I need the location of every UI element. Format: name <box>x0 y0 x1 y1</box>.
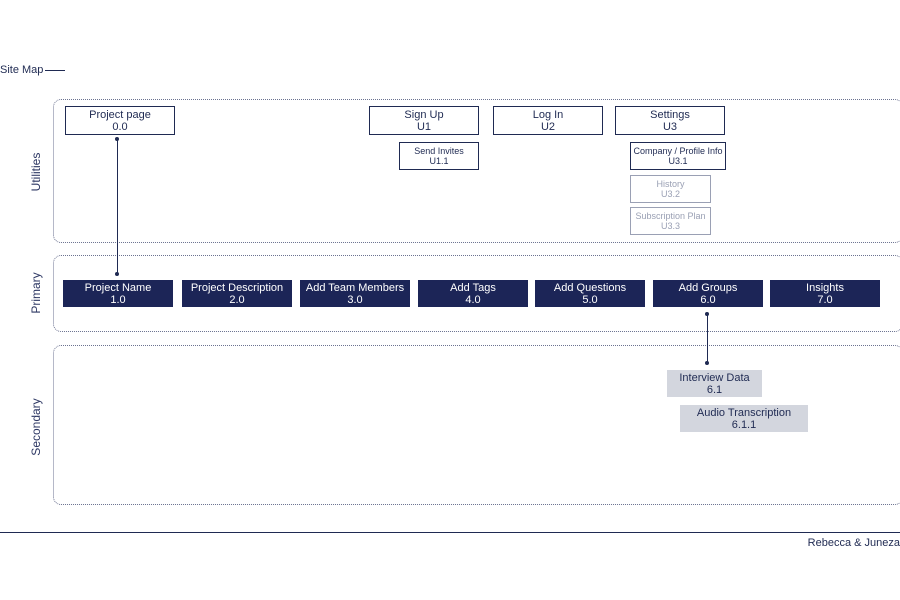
node-history-name: History <box>656 179 685 189</box>
node-project-page-code: 0.0 <box>112 120 128 133</box>
node-add-groups-name: Add Groups <box>678 281 738 294</box>
node-send-invites: Send Invites U1.1 <box>399 142 479 170</box>
connector-add-groups-to-interview <box>707 314 708 364</box>
section-secondary <box>53 345 900 505</box>
node-log-in: Log In U2 <box>493 106 603 135</box>
node-insights-name: Insights <box>806 281 844 294</box>
node-sign-up: Sign Up U1 <box>369 106 479 135</box>
node-audio-transcription-name: Audio Transcription <box>696 406 792 419</box>
page-title-text: Site Map <box>0 64 44 76</box>
connector-project-page-to-name <box>117 139 118 274</box>
node-insights: Insights 7.0 <box>770 280 880 307</box>
node-project-description: Project Description 2.0 <box>182 280 292 307</box>
node-project-name-name: Project Name <box>84 281 152 294</box>
node-add-team-members-code: 3.0 <box>347 293 363 306</box>
footer-rule <box>0 532 900 533</box>
node-project-description-code: 2.0 <box>229 293 245 306</box>
node-add-tags: Add Tags 4.0 <box>418 280 528 307</box>
node-interview-data-name: Interview Data <box>679 371 750 384</box>
node-audio-transcription: Audio Transcription 6.1.1 <box>680 405 808 432</box>
node-company-profile-name: Company / Profile Info <box>633 146 723 156</box>
section-label-primary: Primary <box>29 272 43 314</box>
node-add-team-members: Add Team Members 3.0 <box>300 280 410 307</box>
node-project-page-name: Project page <box>89 108 151 121</box>
title-rule <box>45 69 66 71</box>
node-project-page: Project page 0.0 <box>65 106 175 135</box>
node-history: History U3.2 <box>630 175 711 203</box>
node-add-questions-name: Add Questions <box>553 281 627 294</box>
section-label-secondary: Secondary <box>29 398 43 456</box>
node-audio-transcription-code: 6.1.1 <box>731 418 757 431</box>
node-settings-name: Settings <box>650 108 690 121</box>
node-send-invites-name: Send Invites <box>414 146 464 156</box>
page-title: Site Map <box>0 64 66 76</box>
node-subscription-plan: Subscription Plan U3.3 <box>630 207 711 235</box>
node-interview-data-code: 6.1 <box>706 383 723 396</box>
node-subscription-plan-code: U3.3 <box>660 221 680 231</box>
node-add-questions-code: 5.0 <box>582 293 598 306</box>
node-interview-data: Interview Data 6.1 <box>667 370 762 397</box>
footer-credit: Rebecca & Juneza <box>807 537 900 549</box>
node-log-in-code: U2 <box>540 120 556 133</box>
node-sign-up-name: Sign Up <box>404 108 444 121</box>
node-add-tags-name: Add Tags <box>450 281 496 294</box>
section-label-utilities: Utilities <box>29 152 43 192</box>
node-project-description-name: Project Description <box>190 281 284 294</box>
node-send-invites-code: U1.1 <box>429 156 449 166</box>
node-insights-code: 7.0 <box>817 293 833 306</box>
section-utilities <box>53 99 900 243</box>
node-add-groups: Add Groups 6.0 <box>653 280 763 307</box>
node-settings-code: U3 <box>662 120 678 133</box>
node-project-name-code: 1.0 <box>110 293 126 306</box>
node-settings: Settings U3 <box>615 106 725 135</box>
node-log-in-name: Log In <box>532 108 564 121</box>
node-add-team-members-name: Add Team Members <box>305 281 405 294</box>
node-company-profile: Company / Profile Info U3.1 <box>630 142 726 170</box>
node-add-groups-code: 6.0 <box>700 293 716 306</box>
node-project-name: Project Name 1.0 <box>63 280 173 307</box>
node-company-profile-code: U3.1 <box>668 156 688 166</box>
node-add-tags-code: 4.0 <box>465 293 481 306</box>
node-history-code: U3.2 <box>660 189 680 199</box>
node-subscription-plan-name: Subscription Plan <box>635 211 706 221</box>
connector-dot-project-name <box>115 272 119 276</box>
node-add-questions: Add Questions 5.0 <box>535 280 645 307</box>
section-primary <box>53 255 900 332</box>
connector-dot-interview-data <box>705 361 709 365</box>
node-sign-up-code: U1 <box>416 120 432 133</box>
